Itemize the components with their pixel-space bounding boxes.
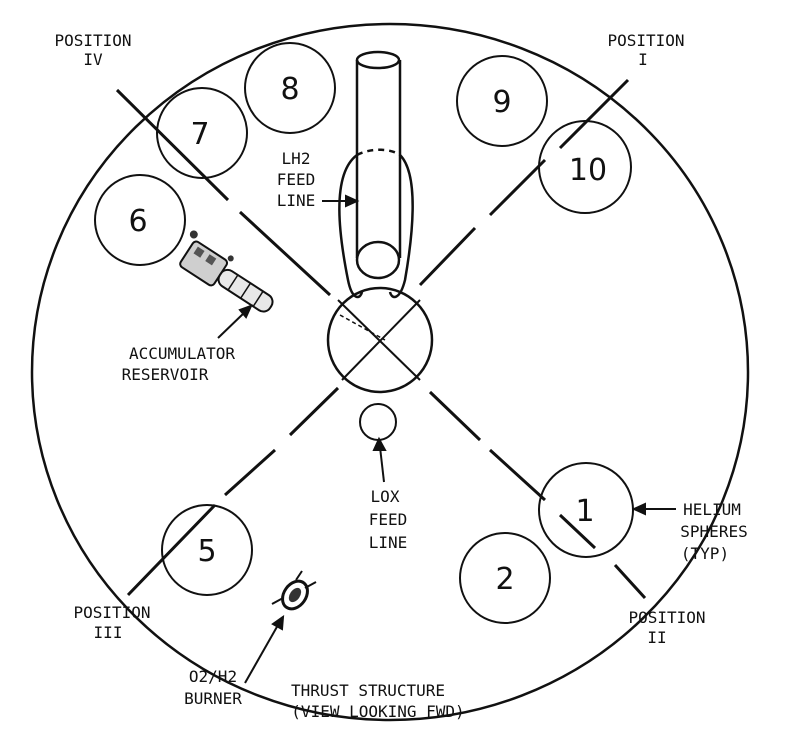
leader-arrows [217,194,676,684]
hub-dash-a [339,314,386,341]
line-iv-mid [238,210,332,297]
central-hub [326,286,434,394]
sphere-9 [456,55,548,147]
sphere-8-label: 8 [280,72,299,107]
lox-feed-line-port [359,403,397,441]
line-i-mid1 [488,158,547,217]
sphere-1-label: 1 [575,494,594,529]
lox-label-line3: LINE [369,533,408,552]
hub-crossline-a [337,299,421,381]
line-iii-end [126,503,217,597]
line-ii-mid [428,390,482,442]
lh2-label-line3: LINE [277,191,316,210]
line-i-mid2 [418,226,477,287]
position-i-line1: POSITION [607,31,684,50]
lox-label-line2: FEED [369,510,408,529]
lox-label-line1: LOX [371,487,400,506]
o2-h2-burner-icon [271,570,317,611]
sphere-2-label: 2 [495,562,514,597]
position-ii-line1: POSITION [628,608,705,627]
hub-crossline-b [341,299,421,381]
line-i-upper [558,78,630,150]
line-ii-lower2 [558,513,597,550]
sphere-6 [94,174,186,266]
lh2-feed-line-pipe [338,50,414,299]
line-ii-lower1 [488,448,547,502]
position-iii-line1: POSITION [73,603,150,622]
position-iii-line2: III [94,623,123,642]
position-i-line2: I [638,50,648,69]
sphere-9-label: 9 [492,85,511,120]
sphere-1 [538,462,634,558]
line-iii-mid [288,386,340,437]
helium-label-line2: SPHERES [680,522,747,541]
position-iv-line1: POSITION [54,31,131,50]
position-ii-line2: II [647,628,666,647]
sphere-5 [161,504,253,596]
sphere-10-label: 10 [569,153,607,188]
thrust-structure-outline [30,22,750,722]
position-iv-line2: IV [83,50,103,69]
sphere-10 [538,120,632,214]
line-iii-lower [223,448,277,497]
sphere-6-label: 6 [128,204,147,239]
sphere-7 [156,87,248,179]
burner-label-line2: BURNER [184,689,242,708]
sphere-8 [244,42,336,134]
accumulator-label-line1: ACCUMULATOR [129,344,235,363]
lh2-label-line1: LH2 [282,149,311,168]
lh2-label-line2: FEED [277,170,316,189]
helium-spheres [94,42,634,624]
line-ii-end [613,563,647,600]
helium-label-line1: HELIUM [683,500,741,519]
caption-line2: (VIEW LOOKING FWD) [291,702,464,721]
helium-label-line3: (TYP) [681,544,729,563]
sphere-2 [459,532,551,624]
sphere-7-label: 7 [190,117,209,152]
sphere-5-label: 5 [197,534,216,569]
accumulator-reservoir-icon [179,230,274,313]
caption-line1: THRUST STRUCTURE [291,681,445,700]
burner-label-line1: O2/H2 [189,667,237,686]
line-iv-upper [115,88,230,202]
accumulator-label-line2: RESERVOIR [122,365,209,384]
position-lines [115,78,647,600]
